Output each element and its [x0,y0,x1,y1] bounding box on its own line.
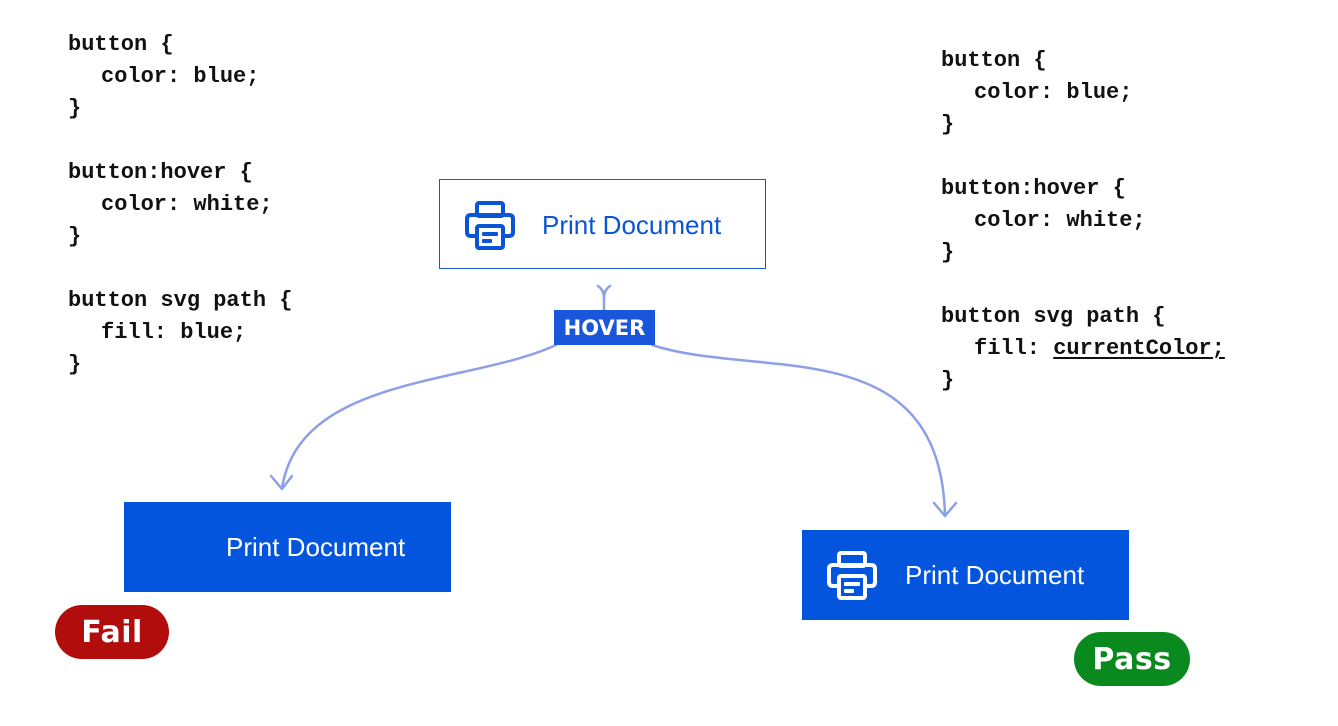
pass-badge: Pass [1074,632,1190,686]
hover-tag: HOVER [554,310,655,345]
code-line: color: white; [974,208,1146,233]
code-line: button svg path { [941,304,1166,329]
code-line: } [68,352,82,377]
code-line-blank [68,125,292,157]
code-line: color: blue; [974,80,1133,105]
arrow-to-fail [280,343,558,490]
printer-icon [465,201,515,250]
code-line-fill: fill: currentColor; [941,333,1225,365]
code-line: } [68,96,82,121]
code-block-pass: button { color: blue; } button:hover { c… [941,45,1225,397]
print-document-label: Print Document [226,532,406,562]
hover-connector [596,284,612,312]
code-line: button { [941,48,1047,73]
code-line: color: blue; [101,64,260,89]
print-document-button-default[interactable]: Print Document [439,179,766,269]
code-line-blank [941,269,1225,301]
code-line: } [68,224,82,249]
printer-icon [827,551,877,600]
code-line: button svg path { [68,288,293,313]
print-document-label: Print Document [542,210,722,240]
code-line-blank [941,141,1225,173]
code-line: button:hover { [68,160,253,185]
arrow-to-pass [650,343,947,517]
print-document-button-pass[interactable]: Print Document [802,530,1129,620]
arrowhead-pass [932,501,958,518]
print-document-label: Print Document [905,560,1085,590]
code-block-fail: button { color: blue; } button:hover { c… [68,29,292,381]
code-line: color: white; [101,192,273,217]
arrowhead-fail [269,474,294,491]
fail-badge: Fail [55,605,169,659]
code-line: } [941,368,955,393]
code-line-blank [68,253,292,285]
code-line: } [941,240,955,265]
code-line: button:hover { [941,176,1126,201]
code-line: button { [68,32,174,57]
code-line: } [941,112,955,137]
code-fill-keyword: fill: [974,336,1041,361]
printer-icon [149,523,199,572]
print-document-button-fail[interactable]: Print Document [124,502,451,592]
code-line: fill: blue; [101,320,247,345]
code-current-color: currentColor; [1053,336,1225,361]
